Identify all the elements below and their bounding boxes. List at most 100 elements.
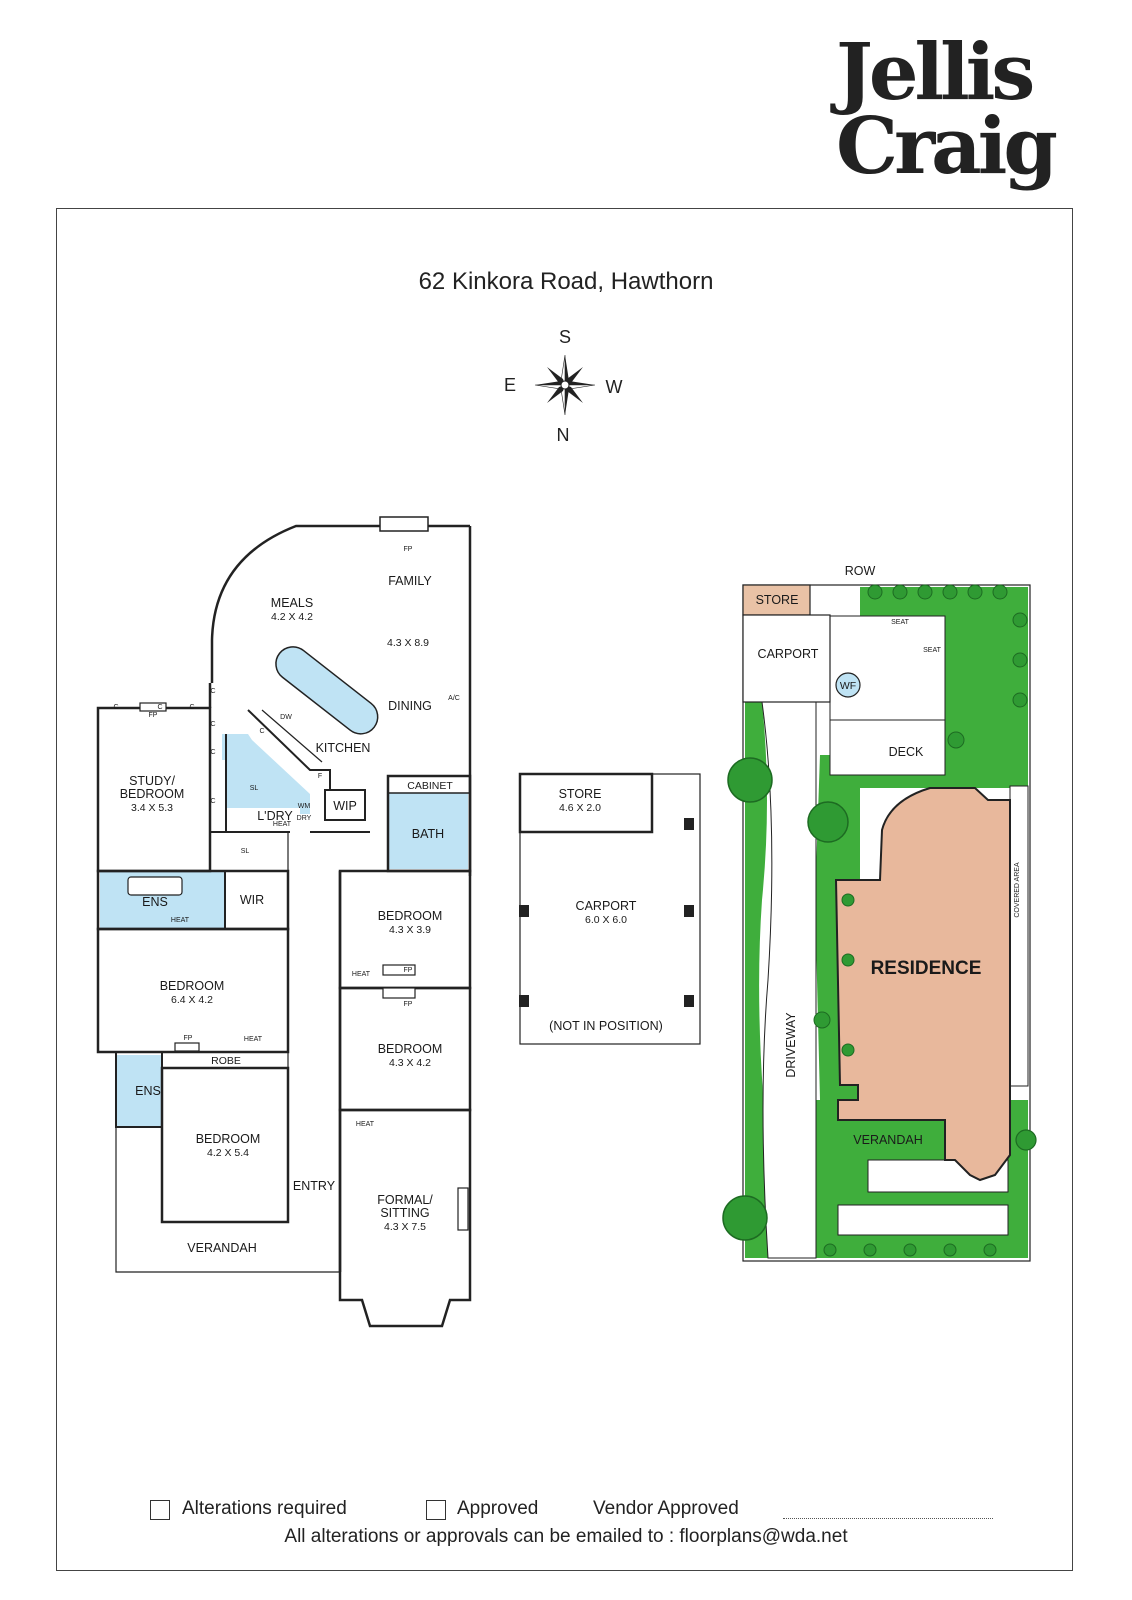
cupboard-6-label: C — [210, 749, 215, 756]
compass-left-label: E — [504, 375, 516, 395]
house-floor-plan — [96, 516, 472, 1328]
bedroom-4-dims: 4.2 X 5.4 — [207, 1147, 249, 1159]
meals-dims: 4.2 X 4.2 — [271, 611, 313, 623]
bedroom3-fp-label: FP — [404, 1001, 413, 1008]
family-dims: 4.3 X 8.9 — [387, 637, 429, 649]
ensuite-2-label: ENS — [135, 1084, 161, 1098]
formal-label-2: SITTING — [380, 1206, 429, 1220]
wood-fire-label: WF — [840, 680, 856, 692]
compass-right-label: W — [606, 377, 623, 397]
site-verandah-label: VERANDAH — [853, 1133, 922, 1147]
cupboard-1-label: C — [113, 704, 118, 711]
approved-label: Approved — [457, 1498, 539, 1519]
study-fp-label: FP — [149, 712, 158, 719]
signature-line[interactable] — [783, 1518, 993, 1519]
site-carport-label: CARPORT — [758, 647, 819, 661]
site-plan — [722, 584, 1037, 1262]
formal-dims: 4.3 X 7.5 — [384, 1221, 426, 1233]
formal-sitting-walls — [338, 1108, 472, 1328]
wir-label: WIR — [240, 893, 264, 907]
compass-star — [534, 354, 596, 416]
formal-label-1: FORMAL/ — [377, 1193, 433, 1207]
not-in-position-note: (NOT IN POSITION) — [549, 1019, 663, 1033]
ensuite-heat-label: HEAT — [171, 917, 190, 924]
main-bedroom-heat-label: HEAT — [244, 1036, 263, 1043]
bath-wet-area — [388, 793, 468, 869]
ac-label: A/C — [448, 695, 460, 702]
logo-line-1: Jellis — [836, 27, 1035, 118]
carport-labels: STORE 4.6 X 2.0 CARPORT 6.0 X 6.0 (NOT I… — [549, 787, 663, 1033]
bedroom-2-dims: 4.3 X 3.9 — [389, 924, 431, 936]
alterations-checkbox[interactable] — [150, 1500, 170, 1520]
site-store-label: STORE — [756, 593, 799, 607]
robe-label: ROBE — [211, 1055, 241, 1067]
residence-footprint — [834, 787, 1011, 1182]
dining-label: DINING — [388, 699, 432, 713]
laundry-label: L'DRY — [257, 809, 293, 823]
email-instructions: All alterations or approvals can be emai… — [284, 1526, 848, 1547]
compass-top-label: S — [559, 330, 571, 347]
study-dims: 3.4 X 5.3 — [131, 802, 173, 814]
approved-checkbox[interactable] — [426, 1500, 446, 1520]
bedroom-3-dims: 4.3 X 4.2 — [389, 1057, 431, 1069]
washing-machine-label: WM — [298, 803, 311, 810]
site-plan-labels: ROW STORE CARPORT WF DECK SEAT SEAT RESI… — [756, 564, 1021, 1147]
cupboard-8-label: C — [210, 798, 215, 805]
vendor-approved-label: Vendor Approved — [593, 1498, 739, 1519]
store-label: STORE — [559, 787, 602, 801]
bath-label: BATH — [412, 827, 444, 841]
bedroom-3-label: BEDROOM — [378, 1042, 443, 1056]
study-label-2: BEDROOM — [120, 787, 185, 801]
kitchen-island — [275, 646, 379, 735]
laundry-heat-label: HEAT — [273, 821, 292, 828]
family-label: FAMILY — [388, 574, 432, 588]
logo-line-2: Craig — [836, 101, 1058, 192]
cupboard-7-label: C — [259, 728, 264, 735]
covered-area-label: COVERED AREA — [1014, 862, 1021, 918]
row-label: ROW — [845, 564, 876, 578]
verandah-label: VERANDAH — [187, 1241, 256, 1255]
property-address-title: 62 Kinkora Road, Hawthorn — [418, 268, 714, 295]
bedroom-4-label: BEDROOM — [196, 1132, 261, 1146]
family-fp-label: FP — [404, 546, 413, 553]
main-bedroom-dims: 6.4 X 4.2 — [171, 994, 213, 1006]
seat-label-1: SEAT — [891, 619, 909, 626]
hall-sl-label: SL — [241, 848, 250, 855]
garden-left-strip — [745, 702, 768, 1258]
jellis-craig-logo: Jellis Craig — [836, 27, 1066, 198]
dishwasher-label: DW — [280, 714, 292, 721]
wip-label: WIP — [333, 799, 357, 813]
carport-store-plan — [518, 772, 701, 1045]
dryer-label: DRY — [297, 815, 312, 822]
ensuite-label: ENS — [142, 895, 168, 909]
compass-bottom-label: N — [557, 425, 570, 445]
main-bedroom-fp-label: FP — [184, 1035, 193, 1042]
main-bedroom-label: BEDROOM — [160, 979, 225, 993]
store-dims: 4.6 X 2.0 — [559, 802, 601, 814]
bedroom2-heat-label: HEAT — [352, 971, 371, 978]
bedroom2-fp-label: FP — [404, 967, 413, 974]
bedroom-2-label: BEDROOM — [378, 909, 443, 923]
cupboard-3-label: C — [189, 704, 194, 711]
meals-label: MEALS — [271, 596, 313, 610]
deck-label: DECK — [889, 745, 924, 759]
seat-label-2: SEAT — [923, 647, 941, 654]
alterations-label: Alterations required — [182, 1498, 347, 1519]
entry-label: ENTRY — [293, 1179, 336, 1193]
formal-heat-label: HEAT — [356, 1121, 375, 1128]
cupboard-5-label: C — [210, 721, 215, 728]
carport-dims: 6.0 X 6.0 — [585, 914, 627, 926]
fridge-label: F — [318, 773, 322, 780]
ensuite2-wet-area — [116, 1055, 162, 1127]
cabinet-label: CABINET — [407, 780, 453, 792]
kitchen-label: KITCHEN — [316, 741, 371, 755]
compass-rose-icon: S E W N — [504, 330, 623, 445]
cupboard-2-label: C — [157, 704, 162, 711]
residence-label: RESIDENCE — [871, 958, 982, 979]
laundry-wet-area — [222, 734, 310, 814]
plan-frame — [56, 208, 1073, 1571]
carport-label: CARPORT — [576, 899, 637, 913]
house-room-labels: MEALS 4.2 X 4.2 FAMILY 4.3 X 8.9 DINING … — [113, 546, 459, 1255]
study-label-1: STUDY/ — [129, 774, 175, 788]
